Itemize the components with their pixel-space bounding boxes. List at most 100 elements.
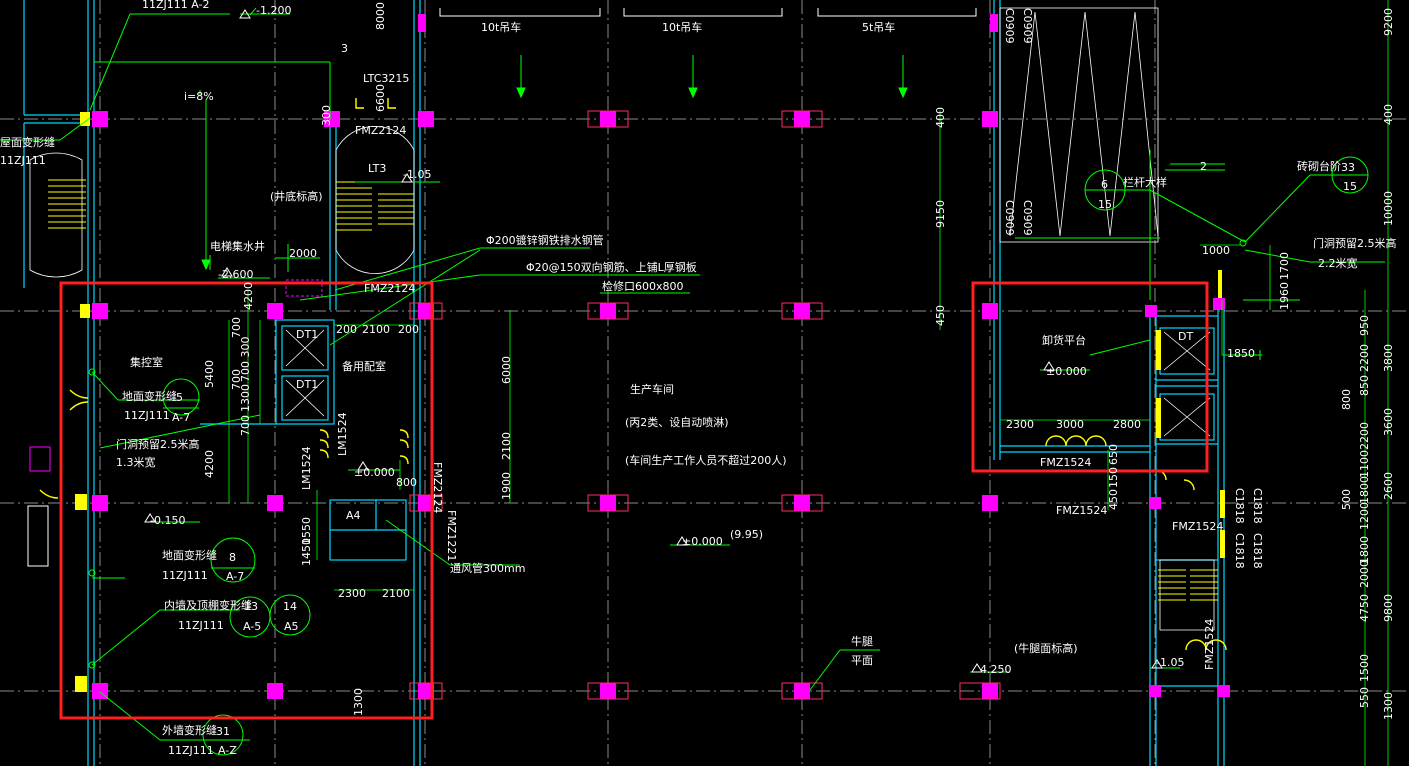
dt1-label: DT1 xyxy=(296,328,318,341)
r-10000: 10000 xyxy=(1382,191,1395,226)
r-3800: 3800 xyxy=(1382,344,1395,372)
dim-1960: 1960 xyxy=(1278,282,1291,310)
stair-right-outline xyxy=(1159,559,1215,631)
elev-4250: 4.250 xyxy=(980,663,1012,676)
dim-450: 450 xyxy=(934,305,947,326)
r-950: 950 xyxy=(1358,315,1371,336)
rotated-dims: 8000 6600 4200 700 700 300 700 1300 700 … xyxy=(203,2,1395,720)
railing-num: 6 xyxy=(1101,178,1108,191)
r-9800: 9800 xyxy=(1382,594,1395,622)
dim-1300: 1300 xyxy=(239,384,252,412)
dim-2800: 2800 xyxy=(1113,418,1141,431)
dim-3000: 3000 xyxy=(1056,418,1084,431)
column xyxy=(418,683,434,699)
prod-hall: 生产车间 xyxy=(630,382,674,396)
joint-top-label: 屋面变形缝 xyxy=(0,135,55,149)
dim-700c: 700 xyxy=(239,415,252,436)
highlight-box-left[interactable] xyxy=(59,281,434,720)
manhole-note: 检修口600x800 xyxy=(602,279,684,293)
dim-4200-top: 4200 xyxy=(242,282,255,310)
fmz-b-label: FMZ2124 xyxy=(364,282,415,295)
detail-circle-inner-2 xyxy=(269,594,311,636)
r-2200: 2200 xyxy=(1358,344,1371,372)
dim-1000: 1000 xyxy=(1202,244,1230,257)
dim-700a: 700 xyxy=(230,317,243,338)
door-reserve-1-w: 1.3米宽 xyxy=(116,455,156,469)
r-2600: 2600 xyxy=(1382,472,1395,500)
outer-joint-num: 31 xyxy=(216,725,230,738)
ramp-sheet: 15 xyxy=(1343,180,1357,193)
ramp-zigzag xyxy=(999,7,1159,243)
column xyxy=(418,14,426,32)
corbel: 牛腿 xyxy=(851,634,873,648)
c-h-label: C0909 xyxy=(1003,200,1016,236)
floor-joint-1: 地面变形缝 xyxy=(122,389,177,403)
dim-2100c: 2100 xyxy=(500,432,513,460)
detail-circle-outer xyxy=(202,714,244,756)
inner-joint-num: 13 xyxy=(244,600,258,613)
door-reserve-2-w: 2.2米宽 xyxy=(1318,256,1358,270)
elev-zero-a: ±0.000 xyxy=(354,466,395,479)
r-1300: 1300 xyxy=(1382,692,1395,720)
c-c-label: C1818 xyxy=(1233,533,1246,569)
column xyxy=(990,14,998,32)
highlight-box-right[interactable] xyxy=(971,281,1209,473)
detail-circle-floor-1 xyxy=(162,378,200,416)
elev-top-left: -1.200 xyxy=(256,4,291,17)
dim-2000: 2000 xyxy=(289,247,317,260)
elevator-shaft-1 xyxy=(281,325,329,371)
r-3600: 3600 xyxy=(1382,408,1395,436)
ramp-num: 33 xyxy=(1341,161,1355,174)
r-2000: 2000 xyxy=(1358,560,1371,588)
dt2-label: DT1 xyxy=(296,378,318,391)
dim-4200: 4200 xyxy=(203,450,216,478)
room-small-a: A4 xyxy=(346,509,361,522)
c-e-label: C0909 xyxy=(1021,8,1034,44)
column xyxy=(982,111,998,127)
inner-joint-ref: A-5 xyxy=(243,620,261,633)
dim-700300: 700 300 xyxy=(239,337,252,383)
prod-hall-note2: (车间生产工作人员不超过200人) xyxy=(625,453,787,467)
outer-joint: 外墙变形缝 xyxy=(162,723,217,737)
column xyxy=(794,495,810,511)
inner-joint-num2: 14 xyxy=(283,600,297,613)
column xyxy=(267,495,283,511)
elevator-shaft-2 xyxy=(281,375,329,421)
stair-box xyxy=(29,446,51,472)
dim-400a: 400 xyxy=(934,107,947,128)
c-a-label: C1818 xyxy=(1233,488,1246,524)
dim-6000: 6000 xyxy=(500,356,513,384)
door-reserve-1: 门洞预留2.5米高 xyxy=(116,437,200,451)
annotation-lines xyxy=(0,7,1385,741)
column xyxy=(1149,497,1161,509)
dim-2300b: 2300 xyxy=(1006,418,1034,431)
c-b-label: C1818 xyxy=(1251,488,1264,524)
dim-800: 800 xyxy=(396,476,417,489)
dim-2100a: 2100 xyxy=(362,323,390,336)
joint-top-ref: 11ZJ111 A-2 xyxy=(142,0,210,11)
prod-hall-note: (丙2类、设自动喷淋) xyxy=(625,415,729,429)
column xyxy=(600,111,616,127)
column xyxy=(794,303,810,319)
pipe-note: Φ200镀锌钢铁排水钢管 xyxy=(486,233,604,247)
vent-note: 通风管300mm xyxy=(450,561,525,575)
r-1500: 1500 xyxy=(1358,654,1371,682)
stairs xyxy=(29,125,1215,631)
marker-dot xyxy=(88,368,96,376)
text-labels: 11ZJ111 A-2 -1.200 屋面变形缝 11ZJ111 3 2 LTC… xyxy=(0,0,1397,757)
c-f-label: C0909 xyxy=(1003,8,1016,44)
room-c: 卸货平台 xyxy=(1042,333,1086,347)
dim-650: 650 xyxy=(1107,444,1120,465)
dim-450b: 450 xyxy=(1107,489,1120,510)
marker-dot xyxy=(1239,239,1247,247)
dim-200b: 200 xyxy=(398,323,419,336)
fmz-g-label: FMZ2124 xyxy=(431,462,444,513)
r-500: 500 xyxy=(1340,489,1353,510)
column xyxy=(982,303,998,319)
stair-treads xyxy=(48,179,1218,601)
dim-9150: 9150 xyxy=(934,200,947,228)
crane-10t-a: 10t吊车 xyxy=(481,20,521,34)
fmz-h-label: FMZ1221 xyxy=(445,510,458,561)
